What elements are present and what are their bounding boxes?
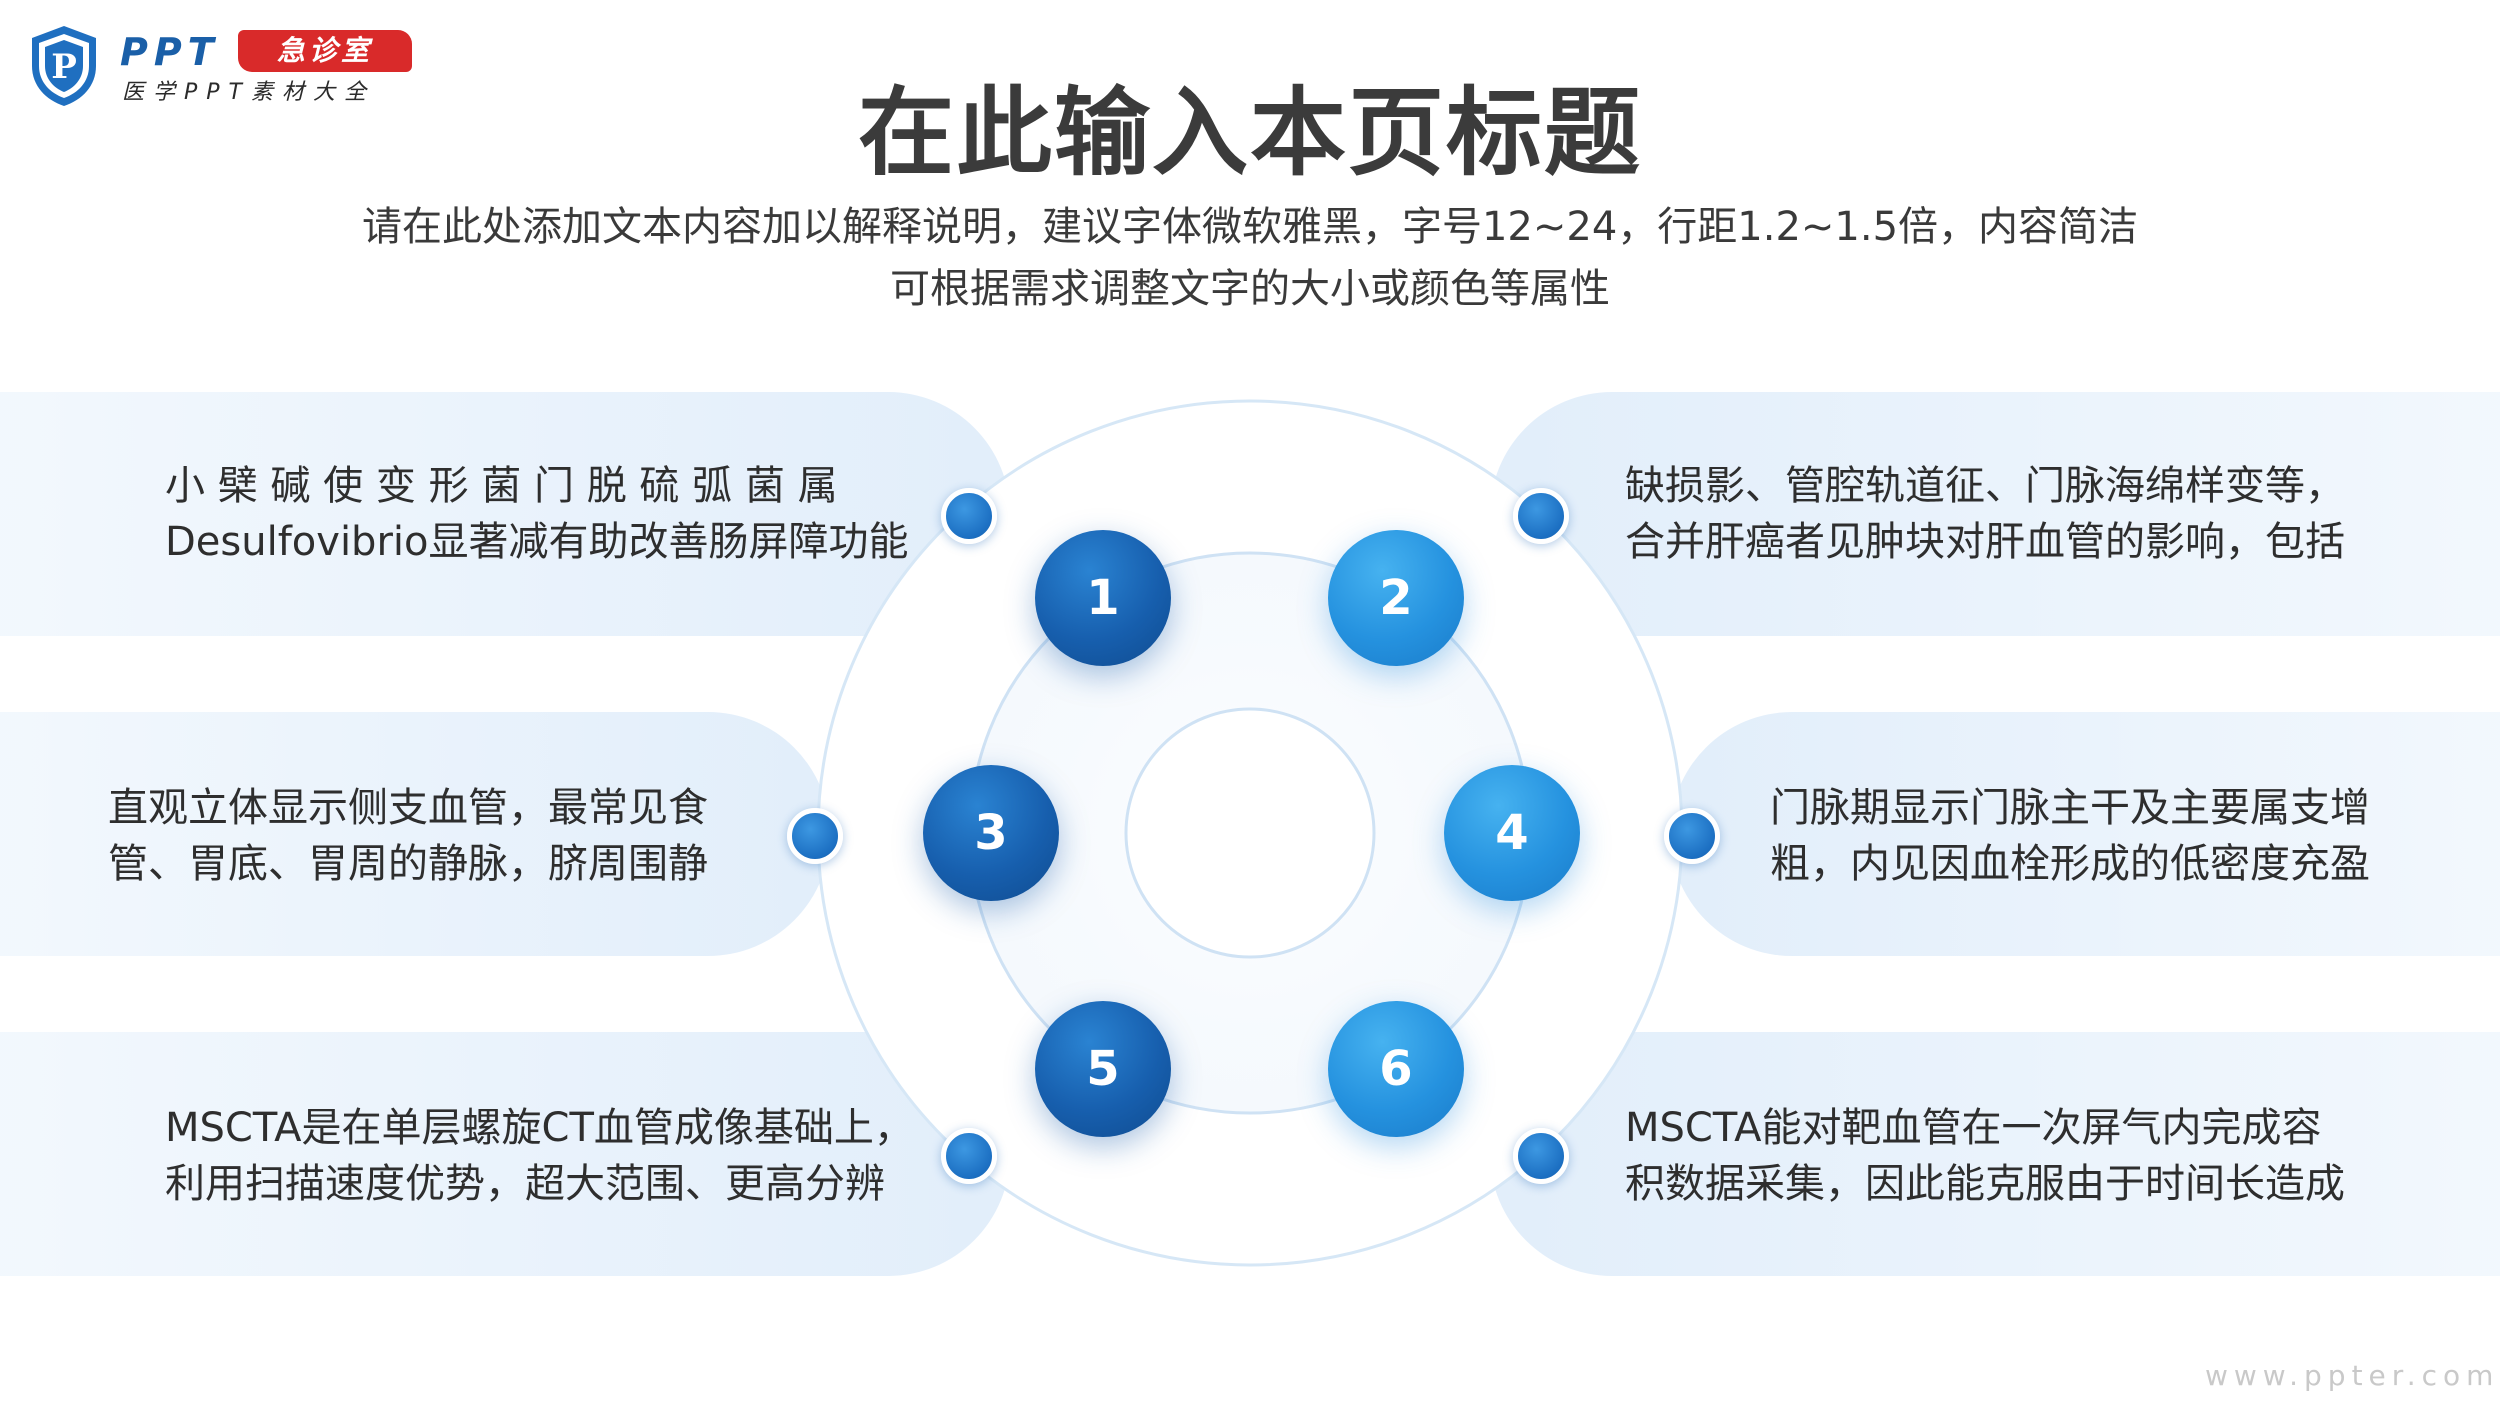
- logo-badge: 急诊室: [238, 30, 412, 72]
- connector-dot-6: [1513, 1128, 1569, 1184]
- connector-dot-5: [941, 1128, 997, 1184]
- page-title: 在此输入本页标题: [858, 77, 1642, 189]
- item-6-line-2: 积数据采集，因此能克服由于时间长造成: [1625, 1161, 2345, 1207]
- item-text-1: 小 檗 碱 使 变 形 菌 门 脱 硫 弧 菌 属 Desulfovibrio显…: [165, 458, 909, 570]
- item-3-line-2: 管、胃底、胃周的静脉，脐周围静: [108, 841, 708, 887]
- watermark-text: www.ppter.com: [2205, 1359, 2500, 1392]
- item-text-2: 缺损影、管腔轨道征、门脉海绵样变等， 合并肝癌者见肿块对肝血管的影响，包括: [1625, 458, 2385, 570]
- item-2-line-2: 合并肝癌者见肿块对肝血管的影响，包括: [1625, 519, 2345, 565]
- item-text-3: 直观立体显示侧支血管，最常见食 管、胃底、胃周的静脉，脐周围静: [108, 780, 788, 892]
- page-subtitle: 请在此处添加文本内容加以解释说明，建议字体微软雅黑，字号12~24，行距1.2~…: [250, 196, 2250, 320]
- text-panel-4: [1670, 712, 2500, 956]
- item-1-line-2: Desulfovibrio显著减有助改善肠屏障功能: [165, 519, 909, 565]
- number-node-2: 2: [1328, 530, 1464, 666]
- inner-ring: [1124, 707, 1376, 959]
- number-node-6: 6: [1328, 1001, 1464, 1137]
- item-5-line-1: MSCTA是在单层螺旋CT血管成像基础上，: [165, 1105, 914, 1151]
- connector-dot-3: [787, 808, 843, 864]
- text-panel-3: [0, 712, 830, 956]
- item-text-4: 门脉期显示门脉主干及主要属支增 粗，内见因血栓形成的低密度充盈: [1770, 780, 2450, 892]
- item-text-5: MSCTA是在单层螺旋CT血管成像基础上， 利用扫描速度优势，超大范围、更高分辨: [165, 1100, 925, 1212]
- brand-logo: P PPT 急诊室 医学PPT素材大全: [28, 24, 412, 114]
- item-6-line-1: MSCTA能对靶血管在一次屏气内完成容: [1625, 1105, 2322, 1151]
- svg-text:P: P: [51, 47, 77, 87]
- item-5-line-2: 利用扫描速度优势，超大范围、更高分辨: [165, 1161, 885, 1207]
- number-node-5: 5: [1035, 1001, 1171, 1137]
- connector-dot-4: [1664, 808, 1720, 864]
- item-4-line-2: 粗，内见因血栓形成的低密度充盈: [1770, 841, 2370, 887]
- connector-dot-2: [1513, 488, 1569, 544]
- item-2-line-1: 缺损影、管腔轨道征、门脉海绵样变等，: [1625, 463, 2345, 509]
- subtitle-line-2: 可根据需求调整文字的大小或颜色等属性: [890, 266, 1610, 312]
- item-4-line-1: 门脉期显示门脉主干及主要属支增: [1770, 785, 2370, 831]
- shield-logo-icon: P: [32, 26, 96, 106]
- number-node-1: 1: [1035, 530, 1171, 666]
- logo-tagline: 医学PPT素材大全: [122, 80, 375, 105]
- number-node-3: 3: [923, 765, 1059, 901]
- number-node-4: 4: [1444, 765, 1580, 901]
- item-text-6: MSCTA能对靶血管在一次屏气内完成容 积数据采集，因此能克服由于时间长造成: [1625, 1100, 2385, 1212]
- subtitle-line-1: 请在此处添加文本内容加以解释说明，建议字体微软雅黑，字号12~24，行距1.2~…: [361, 204, 2139, 250]
- logo-brand-text: PPT: [120, 30, 220, 74]
- connector-dot-1: [941, 488, 997, 544]
- item-1-line-1: 小 檗 碱 使 变 形 菌 门 脱 硫 弧 菌 属: [165, 463, 838, 509]
- item-3-line-1: 直观立体显示侧支血管，最常见食: [108, 785, 708, 831]
